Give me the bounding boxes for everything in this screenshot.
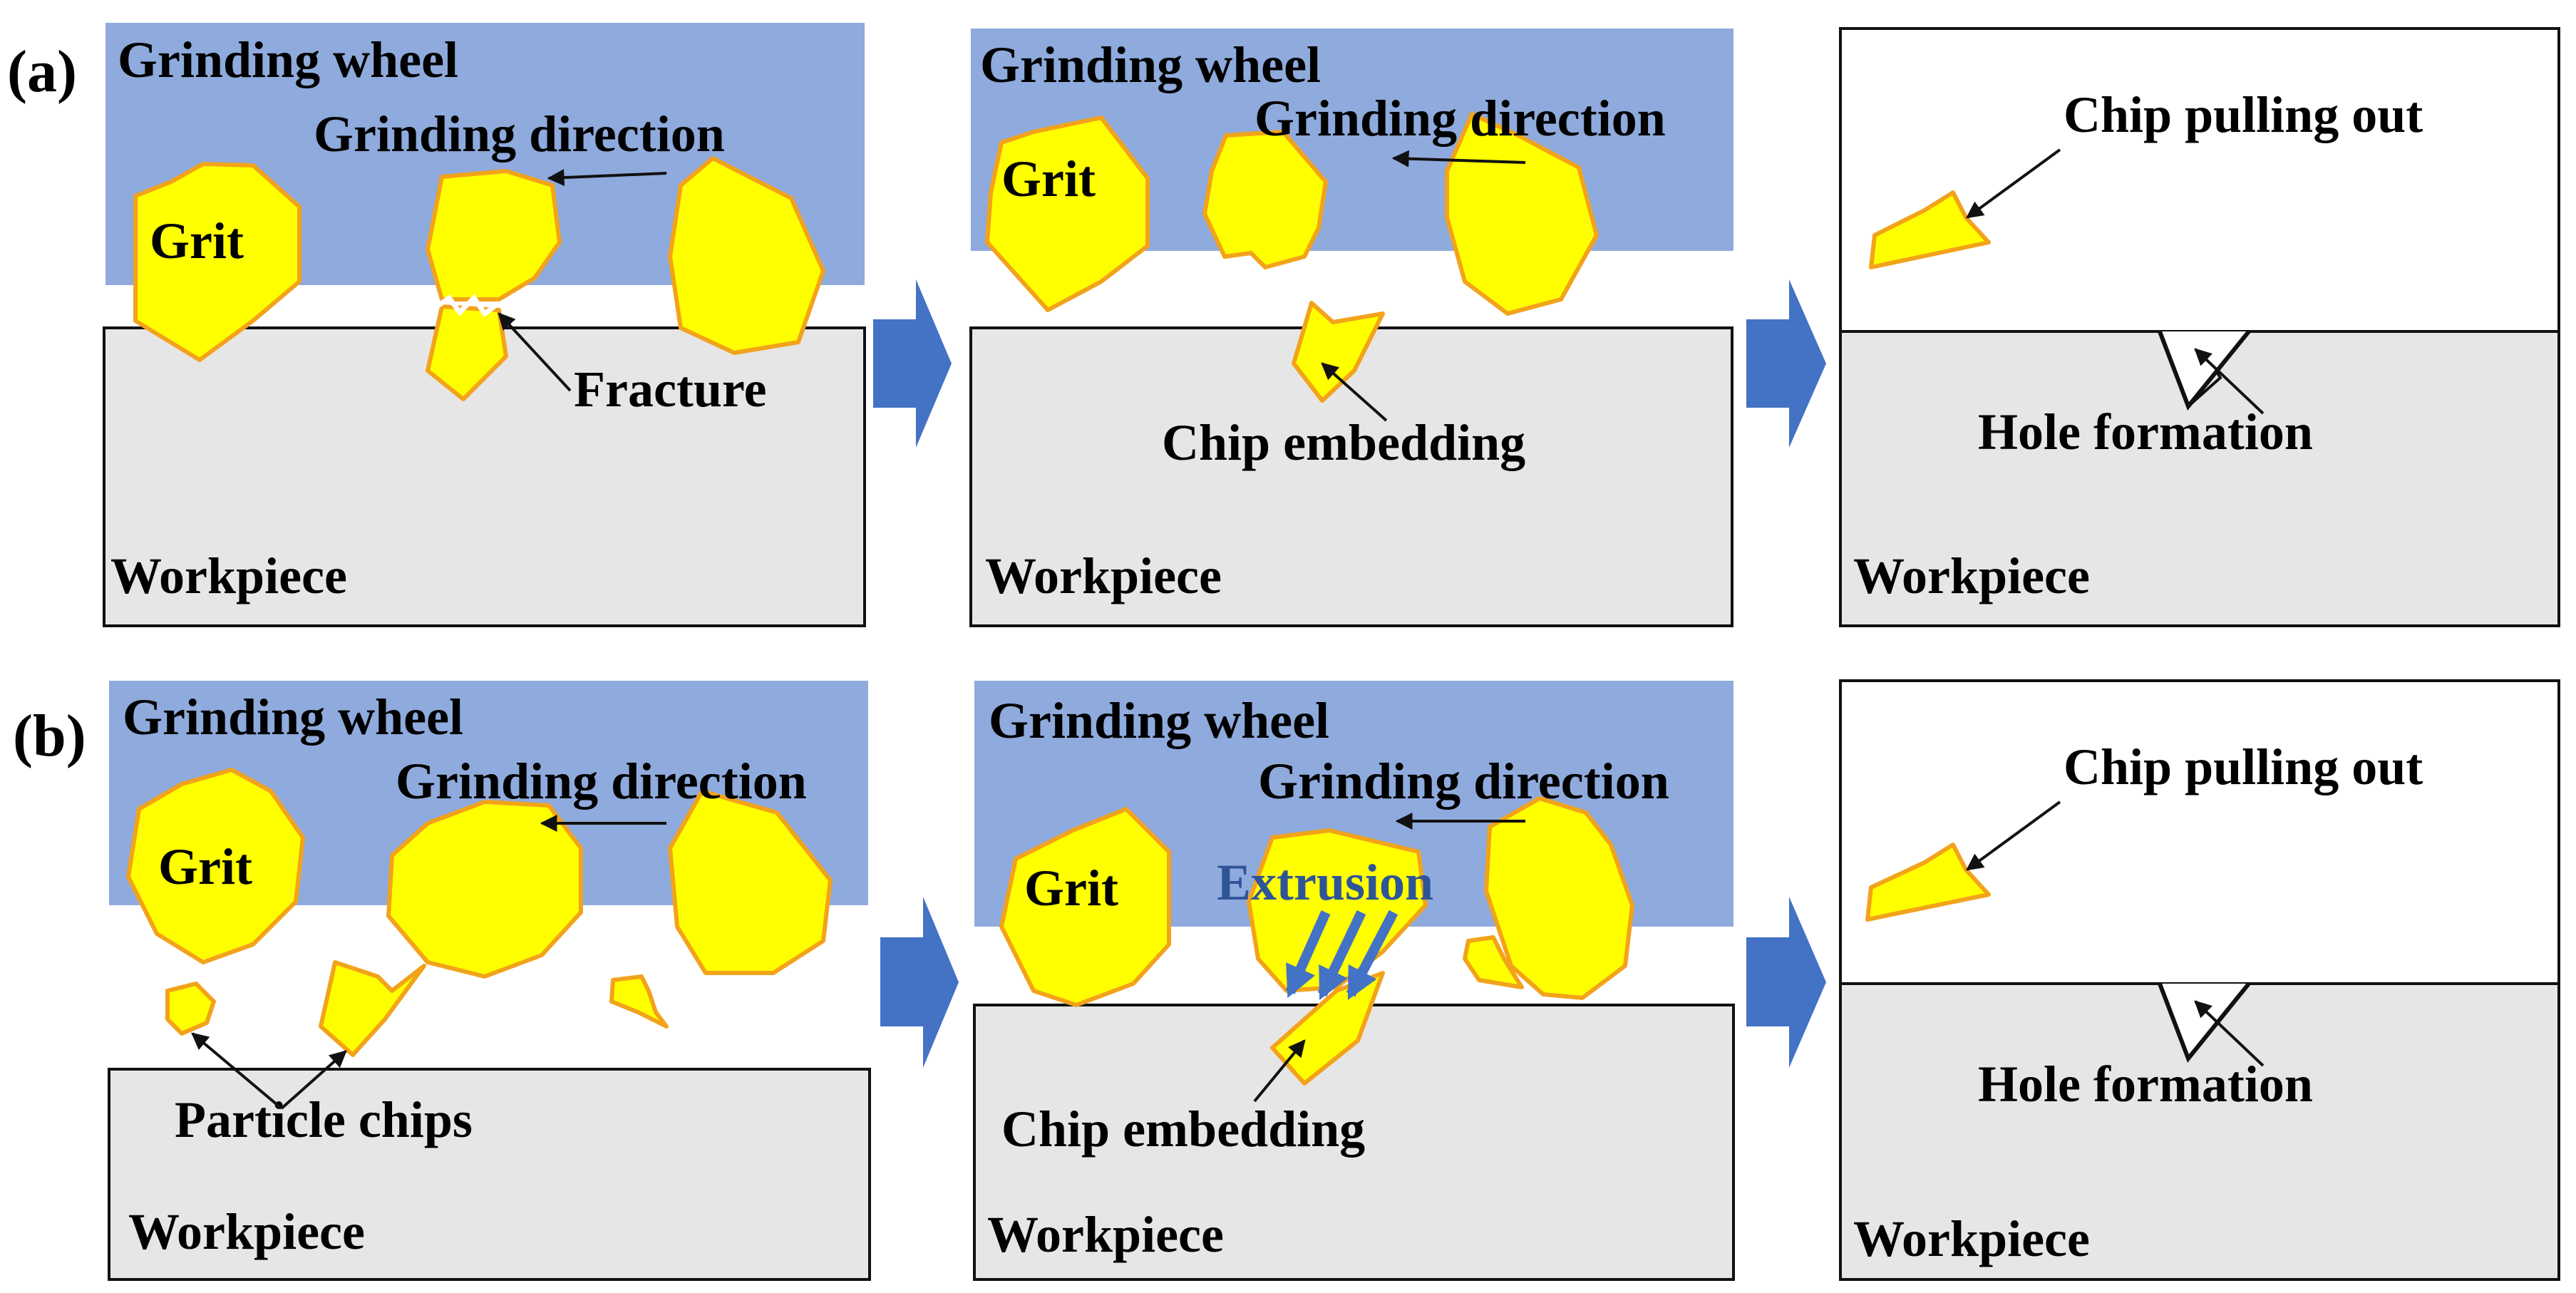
grit-label: Grit [1024, 860, 1118, 917]
extrusion-arrow-1 [1285, 910, 1331, 999]
grit-1 [126, 768, 305, 964]
extrusion-arrow-3 [1346, 910, 1398, 1000]
grit-3 [1445, 112, 1599, 316]
panel-b1: Grinding wheel Grinding direction Grit P… [108, 681, 871, 1281]
workpiece-label: Workpiece [1853, 547, 2090, 604]
grit-2 [668, 156, 825, 355]
grit-2 [1202, 130, 1328, 269]
workpiece-label: Workpiece [1853, 1210, 2090, 1267]
hole-formation-pointer [2194, 348, 2265, 415]
grinding-direction-label: Grinding direction [396, 753, 807, 810]
particle-chips-label: Particle chips [175, 1091, 473, 1148]
grinding-wheel-label: Grinding wheel [980, 36, 1321, 93]
process-arrow-b2 [1746, 897, 1826, 1068]
workpiece [973, 1004, 1735, 1281]
panel-label-b: (b) [13, 703, 86, 769]
hole-formation-pointer [2194, 1000, 2265, 1067]
panel-b2: Grinding wheel Grinding direction Grit E… [973, 681, 1735, 1281]
pulled-out-chip [1869, 190, 1991, 269]
workpiece-label: Workpiece [128, 1203, 365, 1260]
extrusion-arrow-2 [1317, 910, 1366, 1001]
chip-pulling-out-pointer [1966, 148, 2061, 219]
grinding-direction-label: Grinding direction [1258, 753, 1669, 810]
chip-pulling-out-label: Chip pulling out [2064, 86, 2423, 143]
grit-label: Grit [1001, 150, 1096, 207]
grit-label: Grit [150, 212, 244, 269]
hole [2158, 982, 2251, 1063]
workpiece-label: Workpiece [987, 1206, 1224, 1263]
fracture-label: Fracture [574, 361, 767, 418]
workpiece-label: Workpiece [985, 547, 1222, 604]
wheel-side-blank [1839, 679, 2560, 985]
panel-b3: Chip pulling out Hole formation Workpiec… [1839, 679, 2560, 1281]
workpiece [108, 1068, 871, 1281]
grit-1 [985, 115, 1150, 312]
grinding-direction-label: Grinding direction [314, 105, 725, 163]
particle-chip [1463, 935, 1524, 989]
wheel-side-blank [1839, 27, 2560, 333]
panel-label-a: (a) [7, 38, 77, 105]
grinding-direction-label: Grinding direction [1254, 90, 1666, 147]
workpiece-label: Workpiece [110, 547, 347, 604]
grinding-direction-arrow [547, 169, 667, 187]
chip-pulling-out-label: Chip pulling out [2064, 738, 2423, 795]
chip-pulling-out-pointer [1966, 800, 2061, 871]
particle-chip-3 [609, 974, 669, 1029]
hole-formation-label: Hole formation [1978, 403, 2313, 460]
workpiece [969, 326, 1733, 627]
particle-chip-2 [319, 960, 426, 1057]
chip-embedding-pointer [1321, 362, 1388, 422]
process-arrow-a2 [1746, 279, 1826, 448]
panel-a2: Grinding wheel Grinding direction Grit C… [969, 29, 1733, 627]
grinding-wheel-label: Grinding wheel [118, 31, 458, 88]
grit-3 [668, 789, 833, 975]
particle-chips-pointer-1 [191, 1032, 283, 1110]
grit-1 [133, 162, 302, 362]
grit-fractured-top [426, 169, 562, 302]
chip-embedding-label: Chip embedding [1162, 414, 1525, 471]
grit-2 [386, 800, 583, 979]
panel-a1: Grinding wheel Grinding direction Grit F… [103, 23, 866, 627]
pulled-out-chip [1865, 843, 1991, 922]
grit-1 [999, 807, 1171, 1007]
grinding-wheel-label: Grinding wheel [123, 689, 463, 746]
hole-formation-label: Hole formation [1978, 1056, 2313, 1113]
fracture-crack [433, 294, 501, 317]
grit-3 [1484, 796, 1634, 1000]
embedded-chip [1292, 301, 1385, 403]
process-arrow-a1 [873, 279, 952, 448]
grinding-wheel-label: Grinding wheel [989, 692, 1329, 749]
chip-embedding-pointer [1253, 1039, 1306, 1103]
hole [2158, 330, 2251, 411]
particle-chip-1 [165, 982, 216, 1036]
panel-a3: Chip pulling out Hole formation Workpiec… [1839, 27, 2560, 627]
grit-label: Grit [158, 838, 252, 895]
grinding-direction-arrow [1391, 150, 1526, 168]
fracture-pointer [498, 312, 572, 392]
extrusion-label: Extrusion [1217, 854, 1433, 911]
particle-chips-pointer-2 [280, 1050, 347, 1110]
chip-embedding-label: Chip embedding [1001, 1101, 1365, 1158]
process-arrow-b1 [880, 897, 959, 1068]
